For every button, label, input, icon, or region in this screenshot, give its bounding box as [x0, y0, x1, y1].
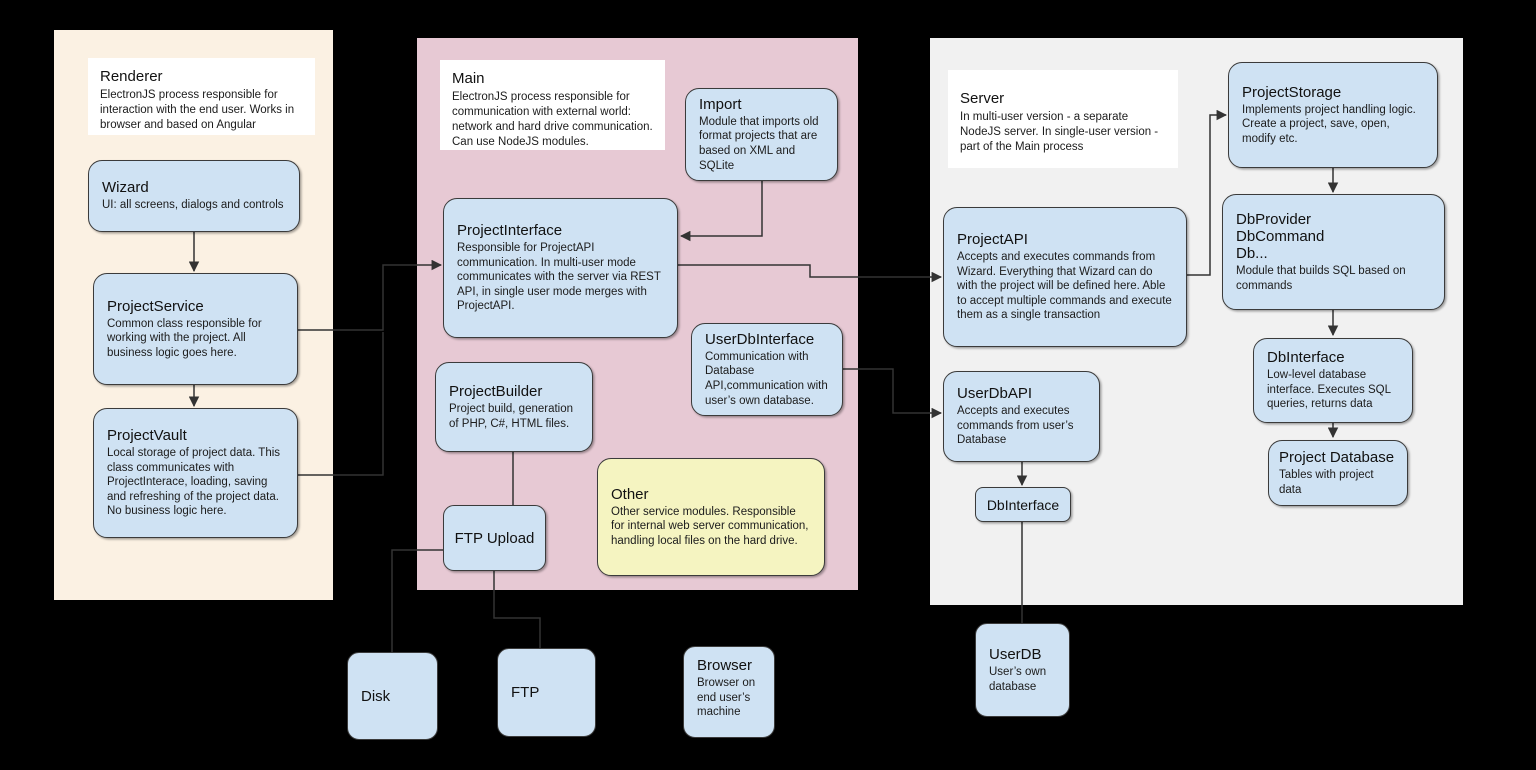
node-wizard: Wizard UI: all screens, dialogs and cont…: [88, 160, 300, 232]
node-project-interface: ProjectInterface Responsible for Project…: [443, 198, 678, 338]
node-title: UserDB: [989, 645, 1042, 663]
node-browser: Browser Browser on end user’s machine: [683, 646, 775, 738]
node-description: Common class responsible for working wit…: [107, 317, 262, 359]
group-title: Renderer: [100, 68, 163, 85]
node-user-db-interface: UserDbInterface Communication with Datab…: [691, 323, 843, 416]
node-project-api: ProjectAPI Accepts and executes commands…: [943, 207, 1187, 347]
node-db-provider: DbProvider DbCommand Db... Module that b…: [1222, 194, 1445, 310]
node-description: User’s own database: [989, 665, 1047, 693]
node-description: Local storage of project data. This clas…: [107, 447, 281, 518]
node-description: Module that imports old format projects …: [699, 115, 819, 172]
node-ftp: FTP: [497, 648, 596, 737]
node-ftp-upload: FTP Upload: [443, 505, 546, 571]
node-project-vault: ProjectVault Local storage of project da…: [93, 408, 298, 538]
node-title-line: DbProvider: [1236, 210, 1312, 228]
node-title: ProjectStorage: [1242, 83, 1342, 101]
group-note-server: Server In multi-user version - a separat…: [948, 70, 1178, 168]
node-description: Browser on end user’s machine: [697, 677, 756, 719]
node-user-db: UserDB User’s own database: [975, 623, 1070, 717]
node-title-line: DbCommand: [1236, 227, 1325, 245]
group-title: Main: [452, 70, 485, 87]
node-title: DbInterface: [1267, 349, 1345, 367]
node-title: ProjectService: [107, 297, 204, 315]
node-project-database: Project Database Tables with project dat…: [1268, 440, 1408, 506]
node-title: UserDbInterface: [705, 330, 815, 348]
node-description: Project build, generation of PHP, C#, HT…: [449, 402, 574, 430]
node-description: Module that builds SQL based on commands: [1236, 264, 1406, 292]
node-description: Low-level database interface. Executes S…: [1267, 369, 1391, 411]
node-other: Other Other service modules. Responsible…: [597, 458, 825, 576]
node-description: Communication with Database API,communic…: [705, 350, 828, 407]
node-db-interface-low: DbInterface Low-level database interface…: [1253, 338, 1413, 423]
group-description: ElectronJS process responsible for inter…: [100, 89, 295, 131]
node-project-builder: ProjectBuilder Project build, generation…: [435, 362, 593, 452]
group-description: In multi-user version - a separate NodeJ…: [960, 111, 1159, 153]
node-db-interface-server: DbInterface: [975, 487, 1071, 522]
group-note-main: Main ElectronJS process responsible for …: [440, 60, 665, 150]
node-title: Import: [699, 95, 742, 113]
node-project-storage: ProjectStorage Implements project handli…: [1228, 62, 1438, 168]
group-note-renderer: Renderer ElectronJS process responsible …: [88, 58, 315, 135]
node-title: FTP Upload: [454, 529, 535, 547]
node-description: Other service modules. Responsible for i…: [611, 505, 809, 547]
node-description: Accepts and executes commands from user’…: [957, 405, 1074, 447]
node-user-db-api: UserDbAPI Accepts and executes commands …: [943, 371, 1100, 462]
node-title: UserDbAPI: [957, 385, 1033, 403]
node-title: ProjectVault: [107, 427, 187, 445]
node-title: Wizard: [102, 179, 149, 197]
node-title: Disk: [361, 687, 391, 705]
node-description: Responsible for ProjectAPI communication…: [457, 242, 661, 313]
node-project-service: ProjectService Common class responsible …: [93, 273, 298, 385]
node-title: Other: [611, 485, 649, 503]
node-title: ProjectAPI: [957, 231, 1028, 249]
group-title: Server: [960, 90, 1005, 107]
node-description: UI: all screens, dialogs and controls: [102, 199, 284, 212]
node-import: Import Module that imports old format pr…: [685, 88, 838, 181]
node-title: DbInterface: [986, 496, 1060, 513]
node-description: Tables with project data: [1279, 468, 1374, 496]
node-title-line: Db...: [1236, 244, 1268, 262]
node-title: ProjectInterface: [457, 222, 563, 240]
node-title: Project Database: [1279, 448, 1395, 466]
node-description: Accepts and executes commands from Wizar…: [957, 251, 1172, 322]
node-title: ProjectBuilder: [449, 382, 543, 400]
group-description: ElectronJS process responsible for commu…: [452, 91, 653, 148]
node-disk: Disk: [347, 652, 438, 740]
node-title: FTP: [511, 684, 540, 701]
node-title: Browser: [697, 657, 753, 674]
node-description: Implements project handling logic. Creat…: [1242, 103, 1416, 145]
